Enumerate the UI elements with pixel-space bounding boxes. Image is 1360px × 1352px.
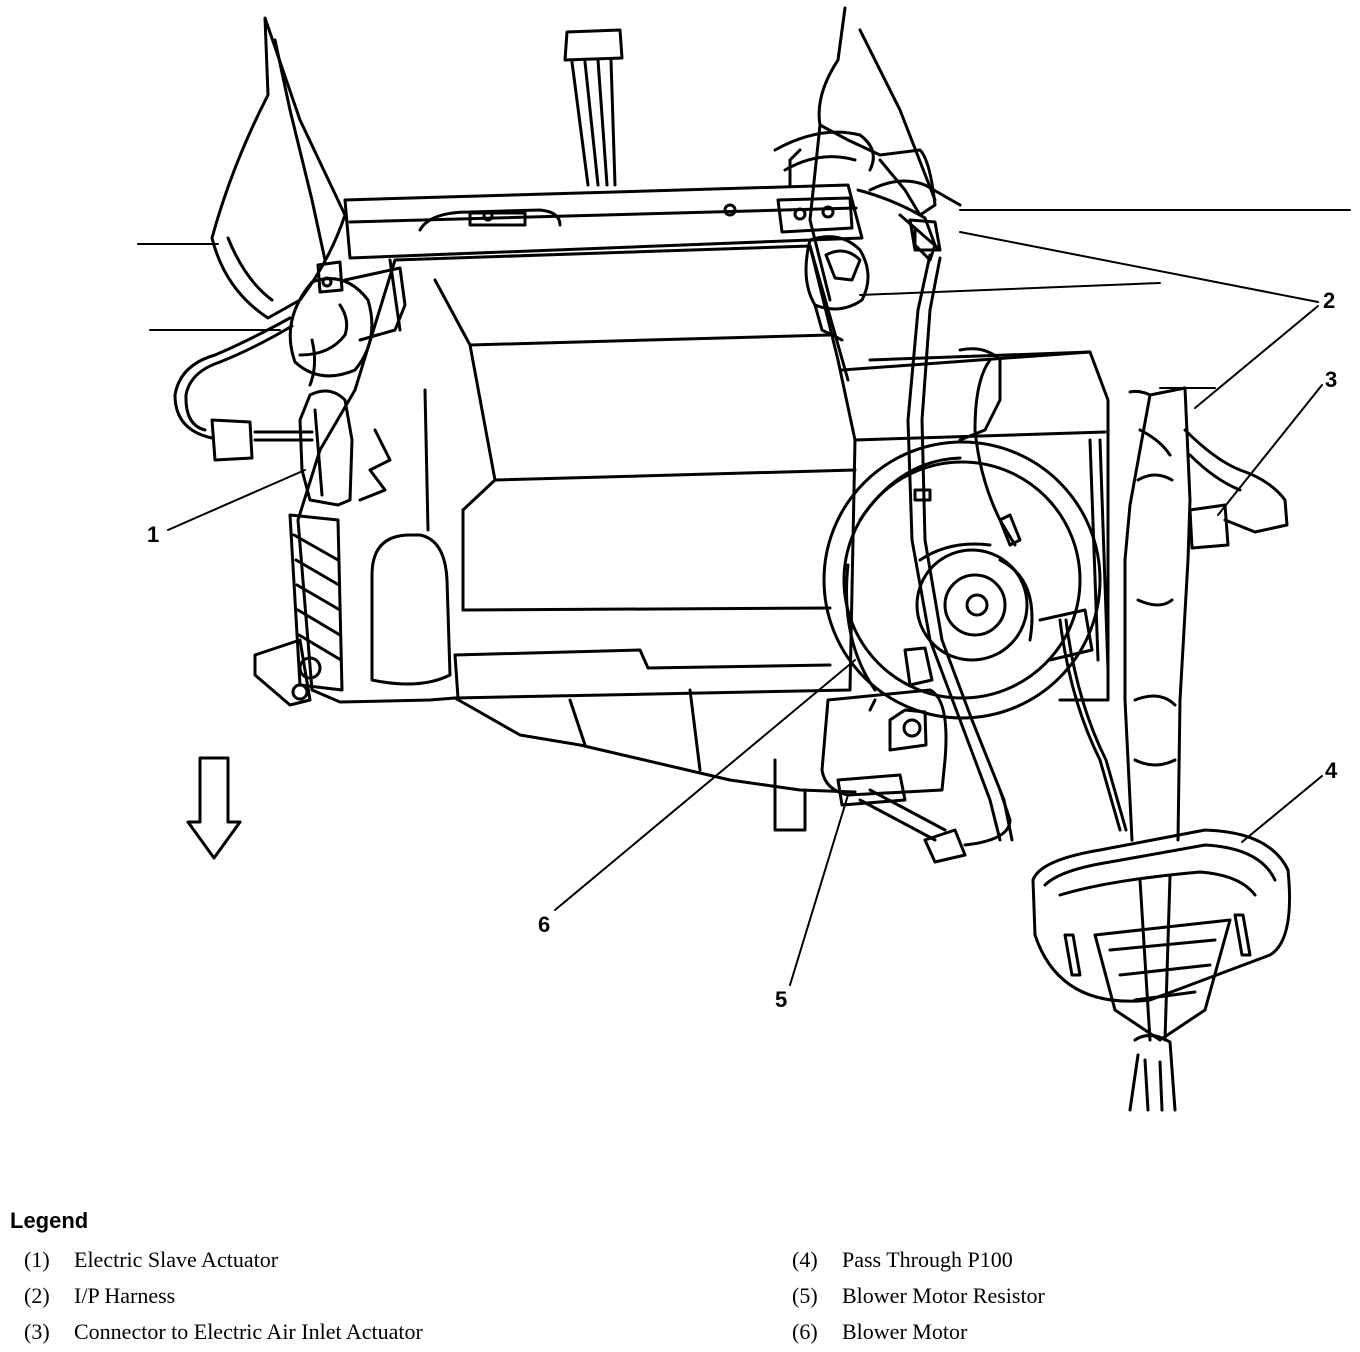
blower-motor-resistor	[820, 688, 1012, 864]
down-arrow-icon	[186, 756, 242, 860]
legend-column-right: (4) Pass Through P100 (5) Blower Motor Res…	[792, 1242, 1045, 1350]
pass-through-grommet	[1031, 828, 1292, 1112]
ip-harness	[773, 130, 1014, 842]
hvac-case	[253, 244, 857, 832]
hvac-module-diagram: 1 2 3 4 5 6	[137, 6, 1351, 1112]
blower-motor	[822, 358, 1128, 832]
electric-slave-actuator	[173, 260, 407, 507]
right-actuator-mount	[804, 235, 870, 342]
legend-item-6: (6) Blower Motor	[792, 1314, 1045, 1350]
reference-lines	[137, 209, 1351, 389]
legend-item-number: (3)	[24, 1319, 50, 1344]
legend-item-3: (3) Connector to Electric Air Inlet Actua…	[24, 1314, 423, 1350]
legend-title: Legend	[10, 1208, 89, 1233]
legend-item-text: Blower Motor Resistor	[842, 1283, 1045, 1308]
legend-item-number: (1)	[24, 1247, 50, 1272]
legend-item-text: I/P Harness	[74, 1283, 176, 1308]
blower-housing-box	[840, 347, 1110, 702]
legend-column-left: (1) Electric Slave Actuator (2) I/P Harnes…	[24, 1242, 423, 1350]
legend-item-1: (1) Electric Slave Actuator	[24, 1242, 423, 1278]
legend-item-number: (6)	[792, 1319, 818, 1344]
legend-item-text: Pass Through P100	[842, 1247, 1013, 1272]
callout-4: 4	[1325, 758, 1338, 783]
top-mounting-bracket	[343, 183, 864, 260]
legend-item-5: (5) Blower Motor Resistor	[792, 1278, 1045, 1314]
legend-item-text: Blower Motor	[842, 1319, 968, 1344]
harness-trunk	[1123, 386, 1289, 842]
top-wire-bundle	[563, 28, 624, 187]
left-dash-panel	[210, 16, 347, 320]
legend-item-number: (4)	[792, 1247, 818, 1272]
callout-2: 2	[1323, 288, 1335, 313]
legend-item-4: (4) Pass Through P100	[792, 1242, 1045, 1278]
legend-item-text: Connector to Electric Air Inlet Actuator	[74, 1319, 423, 1344]
callout-1: 1	[147, 522, 159, 547]
callout-5: 5	[775, 987, 787, 1012]
leader-lines	[167, 231, 1323, 986]
callout-6: 6	[538, 912, 550, 937]
callout-3: 3	[1325, 367, 1337, 392]
legend-item-number: (2)	[24, 1283, 50, 1308]
legend: Legend (1) Electric Slave Actuator (2) I/P…	[0, 1200, 1360, 1352]
legend-item-2: (2) I/P Harness	[24, 1278, 423, 1314]
legend-item-number: (5)	[792, 1283, 818, 1308]
legend-item-text: Electric Slave Actuator	[74, 1247, 279, 1272]
